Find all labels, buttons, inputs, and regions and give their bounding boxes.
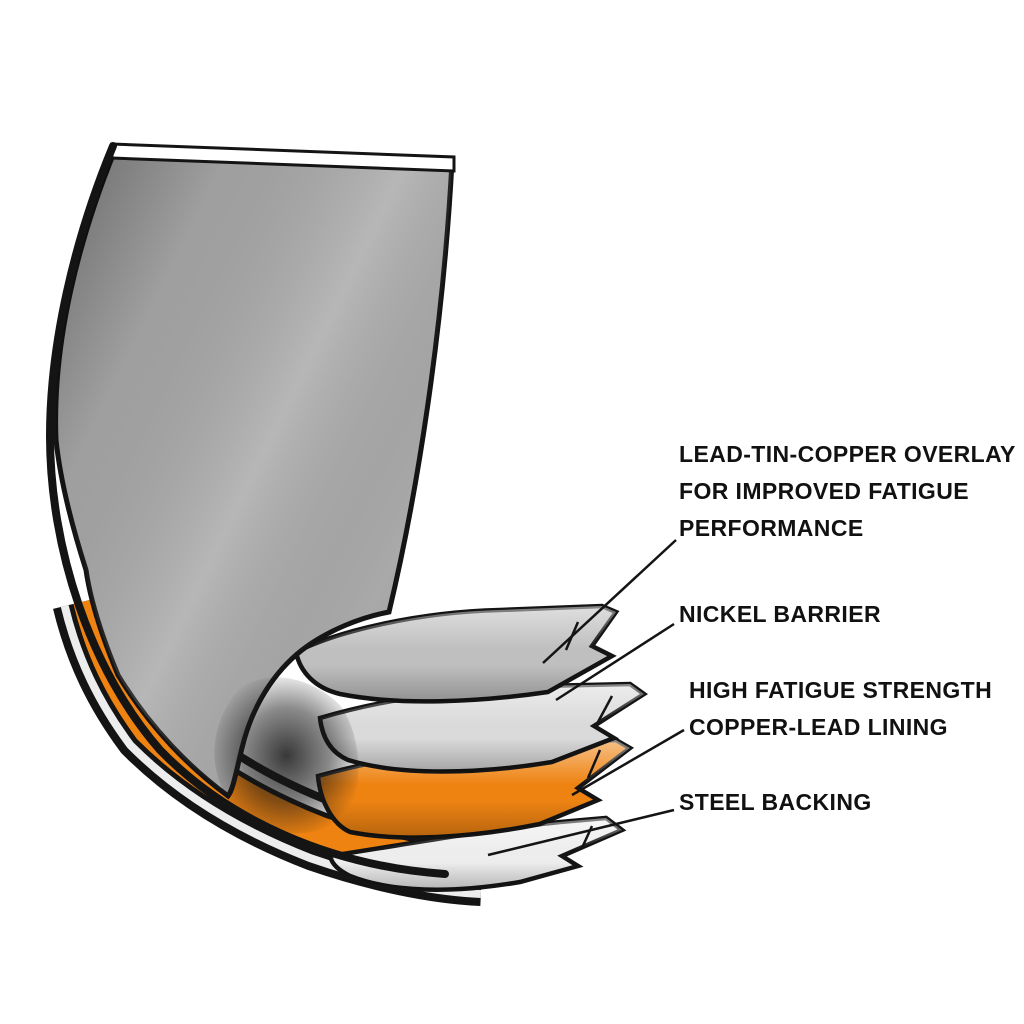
copper-lead-cut-line [586, 749, 602, 779]
label-steel-line-1: STEEL BACKING [679, 789, 872, 815]
nickel-barrier-cut-line [596, 695, 614, 723]
leader-lines [487, 539, 685, 857]
label-copper-lead-line-1: HIGH FATIGUE STRENGTH [689, 677, 993, 703]
label-overlay-line-3: PERFORMANCE [679, 515, 864, 541]
overlay-layer-shading [296, 606, 616, 702]
overlay-layer [293, 603, 620, 704]
bearing-shell [45, 142, 456, 878]
bearing-shell-shading [55, 150, 453, 796]
leader-line-nickel [555, 622, 675, 702]
leader-line-overlay [542, 539, 677, 664]
label-copper-lead-lining: HIGH FATIGUE STRENGTH COPPER-LEAD LINING [689, 672, 992, 746]
shell-tip-shadow [214, 677, 359, 834]
label-overlay: LEAD-TIN-COPPER OVERLAY FOR IMPROVED FAT… [679, 436, 1016, 547]
label-nickel-line-1: NICKEL BARRIER [679, 601, 881, 627]
nickel-barrier-shading [320, 684, 644, 772]
label-nickel-barrier: NICKEL BARRIER [679, 596, 881, 633]
leader-line-steel [487, 808, 675, 857]
label-overlay-line-2: FOR IMPROVED FATIGUE [679, 478, 969, 504]
label-overlay-line-1: LEAD-TIN-COPPER OVERLAY [679, 441, 1016, 467]
shell-outer-outline [45, 142, 449, 878]
label-copper-lead-line-2: COPPER-LEAD LINING [689, 714, 948, 740]
label-steel-backing: STEEL BACKING [679, 784, 872, 821]
leader-line-copper-lead [571, 728, 685, 797]
